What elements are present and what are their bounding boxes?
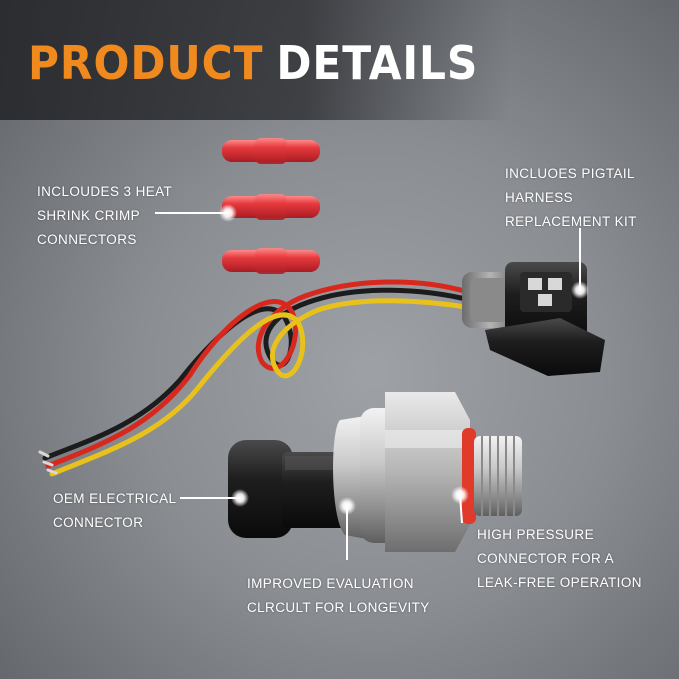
callout-high-pressure: HIGH PRESSURE CONNECTOR FOR A LEAK-FREE … [477,523,642,595]
callout-line: REPLACEMENT KIT [505,214,637,229]
title-band [0,0,679,120]
callout-line: INCLOUDES 3 HEAT [37,184,173,199]
callout-dot [338,497,356,515]
callout-dot [219,204,237,222]
crimp-connector [222,138,320,164]
callout-line: LEAK-FREE OPERATION [477,575,642,590]
callout-evaluation-circuit: IMPROVED EVALUATION CLRCULT FOR LONGEVIT… [247,572,430,620]
callout-line: IMPROVED EVALUATION [247,576,414,591]
title-word-product: PRODUCT [28,36,264,90]
callout-line: HIGH PRESSURE [477,527,594,542]
crimp-connector [222,194,320,220]
callout-dot [451,486,469,504]
callout-oem-connector: OEM ELECTRICAL CONNECTOR [53,487,176,535]
callout-line: HARNESS [505,190,574,205]
callout-line: OEM ELECTRICAL [53,491,177,506]
crimp-connector [222,248,320,274]
pressure-sensor [228,392,522,552]
callout-line: CONNECTORS [37,232,137,247]
callout-line: CONNECTOR [53,515,144,530]
title-word-details: DETAILS [276,36,479,90]
callout-pigtail-harness: INCLUOES PIGTAIL HARNESS REPLACEMENT KIT [505,162,637,234]
callout-dot [231,489,249,507]
callout-line: CLRCULT FOR LONGEVITY [247,600,430,615]
callout-line: INCLUOES PIGTAIL [505,166,635,181]
pigtail-connector [462,262,605,376]
callout-line: CONNECTOR FOR A [477,551,615,566]
pigtail-wires [38,279,475,477]
callout-line: SHRINK CRIMP [37,208,141,223]
callout-crimp-connectors: INCLOUDES 3 HEAT SHRINK CRIMP CONNECTORS [37,180,172,252]
callout-dot [571,281,589,299]
